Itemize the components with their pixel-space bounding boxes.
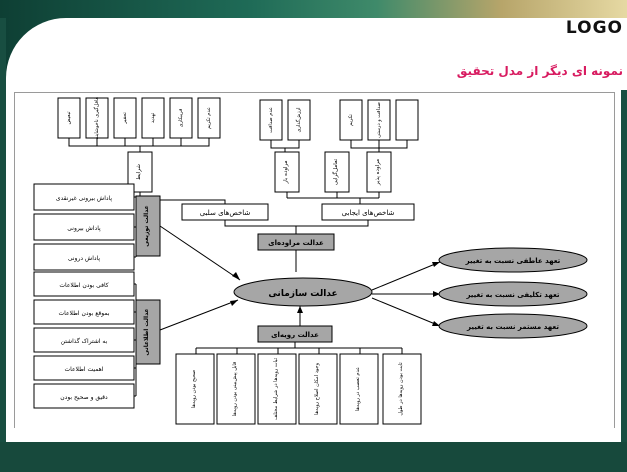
info-item-5 xyxy=(33,383,135,409)
mid-node-text-3: تعامل‌گرایی xyxy=(332,158,339,185)
procedural-item-3 xyxy=(257,353,297,425)
attribute-boxes: شاخص‌های سلبی شاخص‌های ایجابی xyxy=(139,192,415,234)
procedural-item-text-6: ثابت بودن رویه‌ها در طول xyxy=(398,362,404,416)
info-item-text-4: اهمیت اطلاعات xyxy=(65,366,104,373)
leaf-text-6: عدم تکریم xyxy=(206,107,212,129)
header-curve xyxy=(6,18,627,178)
procedural-item-4 xyxy=(298,353,338,425)
procedural-item-6 xyxy=(382,353,422,425)
info-item-text-5: دقیق و صحیح بودن xyxy=(60,394,108,401)
outcome-arrow-3 xyxy=(371,297,441,327)
outcome-arrowhead-2 xyxy=(433,291,440,297)
outcome-node-1 xyxy=(438,247,588,273)
procedural-item-text-4: وجود امکان اصلاح رویه‌ها xyxy=(314,362,320,415)
reward-arrow xyxy=(159,225,241,281)
logo: LOGO xyxy=(565,18,623,38)
leaf-box-11 xyxy=(395,99,419,141)
procedural-arrowhead xyxy=(297,306,303,313)
procedural-group: عدالت رویه‌ای صحیح بودن رویه‌ها قابل پیش… xyxy=(175,306,422,425)
procedural-item-text-1: صحیح بودن رویه‌ها xyxy=(191,370,197,408)
procedural-item-text-5: عدم تعصب در رویه‌ها xyxy=(355,367,361,411)
leaf-text-8: ارزش‌گذاری xyxy=(295,107,302,132)
frame-left xyxy=(0,18,6,472)
leaf-text-7: عدم صداقت xyxy=(268,107,274,133)
footer-curve xyxy=(6,428,621,444)
procedural-item-1 xyxy=(175,353,215,425)
info-arrowhead xyxy=(230,300,238,306)
leaf-text-9: تکریم xyxy=(348,114,354,126)
mid-node-text-2: مراوده بار xyxy=(283,160,289,184)
reward-justice-box xyxy=(135,195,161,257)
interactional-justice-label: عدالت مراوده‌ای xyxy=(268,239,324,247)
reward-item-3 xyxy=(33,243,135,271)
reward-item-text-1: پاداش بیرونی غیرنقدی xyxy=(56,195,112,202)
info-item-2 xyxy=(33,299,135,325)
reward-arrowhead xyxy=(232,272,240,280)
procedural-justice-label: عدالت رویه‌ای xyxy=(271,331,319,339)
info-justice-label: عدالت اطلاعاتی xyxy=(143,308,150,355)
procedural-item-text-2: قابل پیش‌بینی بودن رویه‌ها xyxy=(232,361,238,416)
reward-item-1 xyxy=(33,183,135,211)
info-arrow xyxy=(159,299,239,331)
positive-attrs-label: شاخص‌های ایجابی xyxy=(342,209,395,217)
leaf-text-5: فریبکاری xyxy=(178,108,184,127)
outcome-node-3 xyxy=(438,313,588,339)
outcome-node-2 xyxy=(438,281,588,307)
info-item-text-3: به اشتراک گذاشتن xyxy=(61,337,108,345)
reward-item-text-2: پاداش بیرونی xyxy=(67,225,101,232)
procedural-item-2 xyxy=(216,353,256,425)
info-group: کافی بودن اطلاعات بموقع بودن اطلاعات به … xyxy=(33,271,239,409)
top-leaves: تبعیض غافل‌گیری ناخوشایند تحقیر تهدید فر… xyxy=(57,96,419,141)
mid-nodes: شرایط مراوده بار تعامل‌گرایی مراوده پذیر xyxy=(127,151,392,193)
leaf-text-1: تبعیض xyxy=(66,111,72,125)
mid-node-2 xyxy=(274,151,300,193)
mid-node-3 xyxy=(324,151,350,193)
outcome-arrow-1 xyxy=(371,261,441,291)
leaf-text-2: غافل‌گیری ناخوشایند xyxy=(93,96,100,139)
outcome-text-1: تعهد عاطفی نسبت به تغییر xyxy=(465,257,561,265)
leaf-text-4: تهدید xyxy=(150,112,156,123)
mid-node-4 xyxy=(366,151,392,193)
outcomes: تعهد عاطفی نسبت به تغییر تعهد تکلیفی نسب… xyxy=(371,247,588,339)
outcome-text-2: تعهد تکلیفی نسبت به تغییر xyxy=(465,291,559,299)
footer-bar xyxy=(0,442,627,472)
frame-right xyxy=(621,90,627,450)
outcome-text-3: تعهد مستمر نسبت به تغییر xyxy=(466,323,559,331)
reward-item-2 xyxy=(33,213,135,241)
outcome-arrowhead-3 xyxy=(432,321,440,326)
leaf-connectors xyxy=(68,138,408,152)
outcome-arrowhead-1 xyxy=(432,262,440,267)
center-node xyxy=(233,277,373,307)
info-item-text-1: کافی بودن اطلاعات xyxy=(59,282,108,289)
center-node-label: عدالت سازمانی xyxy=(268,289,337,299)
reward-justice-label: عدالت توزیعی xyxy=(143,205,150,247)
info-item-1 xyxy=(33,271,135,297)
reward-item-text-3: پاداش درونی xyxy=(68,255,101,262)
info-item-text-2: بموقع بودن اطلاعات xyxy=(58,310,109,317)
procedural-item-5 xyxy=(339,353,379,425)
procedural-item-text-3: ثبات رویه‌ها در شرایط مختلف xyxy=(273,357,279,420)
negative-attrs-label: شاخص‌های سلبی xyxy=(200,209,251,217)
slide-subtitle: نمونه ای دیگر از مدل تحقیق xyxy=(456,64,623,78)
info-justice-box xyxy=(135,299,161,365)
mid-node-text-4: مراوده پذیر xyxy=(375,159,381,186)
leaf-text-10: صداقت و درستی xyxy=(376,102,382,138)
mid-node-text-1: شرایط xyxy=(136,164,142,180)
reward-group: پاداش بیرونی غیرنقدی پاداش بیرونی پاداش … xyxy=(33,183,241,281)
leaf-text-3: تحقیر xyxy=(122,112,128,125)
